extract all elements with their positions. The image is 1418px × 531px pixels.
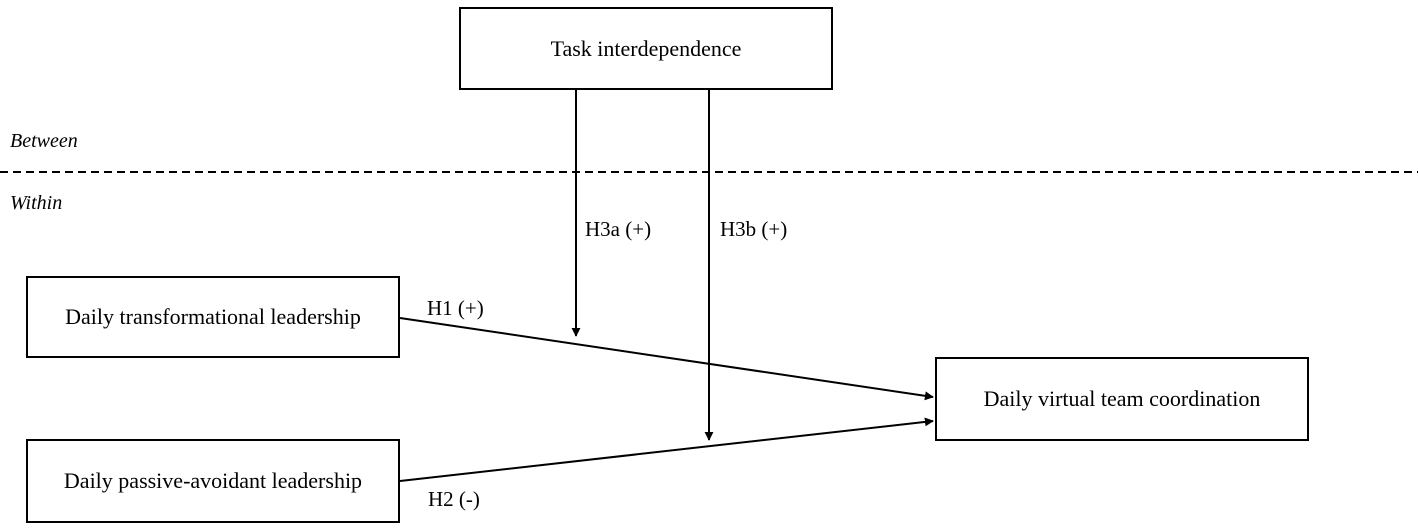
h1-arrow: [399, 317, 934, 401]
between-level-label: Between: [10, 130, 78, 152]
h1-label: H1 (+): [427, 296, 484, 320]
passive-avoidant-leadership-label: Daily passive-avoidant leadership: [63, 468, 363, 493]
transformational-leadership-label: Daily transformational leadership: [65, 304, 361, 329]
virtual-team-coordination-label: Daily virtual team coordination: [983, 386, 1261, 411]
h3b-label: H3b (+): [720, 217, 788, 241]
within-level-label: Within: [10, 192, 63, 214]
task-interdependence-box: Task interdependence: [459, 7, 833, 90]
task-interdependence-label: Task interdependence: [550, 35, 742, 61]
virtual-team-coordination-box: Daily virtual team coordination: [935, 357, 1309, 441]
passive-avoidant-leadership-box: Daily passive-avoidant leadership: [26, 439, 400, 523]
h2-arrow: [399, 417, 934, 482]
h2-label: H2 (-): [428, 487, 480, 511]
transformational-leadership-box: Daily transformational leadership: [26, 276, 400, 358]
h3a-label: H3a (+): [585, 217, 652, 241]
